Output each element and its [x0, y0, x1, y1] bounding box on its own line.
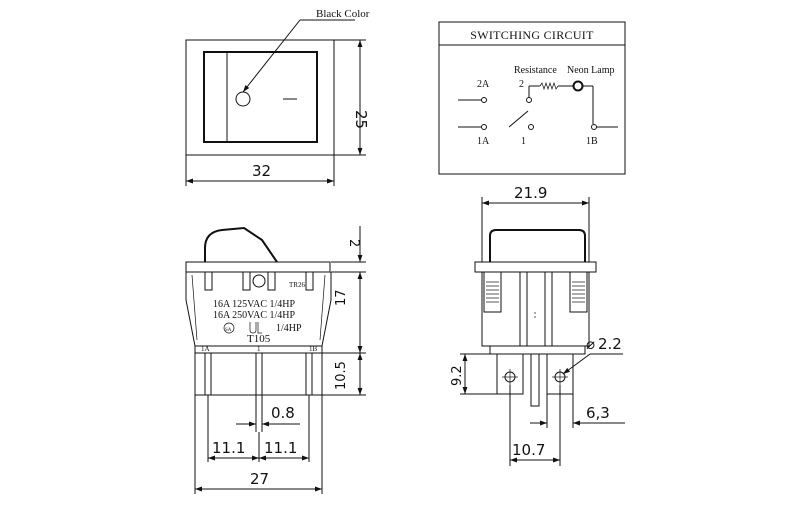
leader: [562, 353, 591, 375]
indicator-circle: [235, 91, 251, 107]
model-label: T105: [247, 333, 271, 345]
dim-11-1-right: 11.1: [264, 439, 297, 457]
dim-height-25: 25: [352, 110, 370, 129]
rocker-profile: [204, 226, 278, 263]
flange: [185, 261, 331, 273]
inner-wall: [519, 271, 528, 347]
pin-1a-label: 1A: [201, 345, 210, 353]
terminal-1b-label: 1B: [586, 136, 598, 147]
resistor-symbol: [539, 81, 559, 91]
rating-line-3: 1/4HP: [276, 323, 302, 334]
top-view: Black Color 32 25: [185, 8, 370, 186]
lower-body: [194, 352, 323, 396]
switch-blade: [508, 110, 529, 128]
terminal-1-label: 1: [521, 136, 526, 147]
dim-6-3: 6,3: [586, 404, 610, 422]
rating-line-1: 16A 125VAC 1/4HP: [213, 299, 295, 310]
inner-wall: [544, 271, 553, 347]
resistance-label: Resistance: [514, 65, 557, 76]
top-view-frame: [185, 39, 335, 156]
diameter-icon: ⌀: [586, 335, 595, 353]
clip-ribs: [486, 281, 585, 303]
circuit-frame: [438, 21, 626, 175]
front-view: 21.9 ⌀ 2.2 9.2 6,3 10.7: [450, 184, 625, 466]
dim-2: 2: [346, 239, 361, 247]
dim-27: 27: [250, 470, 269, 488]
terminal-2: [526, 97, 532, 103]
center-terminal: [530, 353, 540, 407]
rocker-outline: [203, 51, 318, 143]
dim-10-5: 10.5: [334, 361, 349, 390]
side-clip: [569, 271, 588, 313]
wall-line: [191, 274, 198, 341]
terminal-2a-label: 2A: [477, 79, 490, 90]
front-body: [481, 271, 590, 347]
rating-line-2: 16A 250VAC 1/4HP: [213, 310, 295, 321]
neon-lamp-symbol: [572, 80, 584, 92]
callout-leader: [242, 19, 301, 93]
clip: [204, 271, 213, 291]
dim-11-1-left: 11.1: [212, 439, 245, 457]
lamp-window: [252, 274, 266, 288]
dim-2-2: 2.2: [598, 335, 622, 353]
dim-17: 17: [334, 289, 349, 306]
terminal: [204, 352, 212, 396]
terminal-1: [528, 124, 534, 130]
dim-width-32: 32: [252, 162, 271, 180]
csa-logo-icon: [223, 322, 235, 334]
dim-9-2: 9.2: [450, 365, 465, 386]
terminal-1a: [481, 124, 487, 130]
terminal-1b: [591, 124, 597, 130]
dim-10-7: 10.7: [512, 441, 545, 459]
terminal-2-label: 2: [519, 79, 524, 90]
clip: [305, 271, 314, 291]
clip: [242, 271, 251, 291]
front-flange: [474, 261, 597, 273]
terminal: [255, 352, 263, 396]
side-view: TR26 16A 125VAC 1/4HP 16A 250VAC 1/4HP S…: [185, 226, 366, 494]
clip: [267, 271, 276, 291]
wall-line: [319, 274, 326, 341]
callout-label: Black Color: [316, 8, 370, 20]
code-label: TR26: [289, 281, 305, 289]
circuit-title: SWITCHING CIRCUIT: [470, 28, 594, 42]
csa-logo-text: SA: [225, 328, 232, 333]
pin-1b-label: 1B: [309, 345, 318, 353]
terminal-1a-label: 1A: [477, 136, 490, 147]
side-clip: [483, 271, 502, 313]
dim-21-9: 21.9: [514, 184, 547, 202]
front-base: [489, 345, 586, 355]
pin-1-label: 1: [257, 345, 261, 353]
neon-lamp-label: Neon Lamp: [567, 65, 615, 76]
terminal-2a: [481, 97, 487, 103]
front-button: [489, 229, 586, 262]
ul-logo-icon: [249, 322, 262, 334]
switching-circuit: SWITCHING CIRCUIT Resistance Neon Lamp 2…: [438, 21, 626, 175]
terminal: [305, 352, 313, 396]
dim-0-8: 0.8: [271, 404, 295, 422]
